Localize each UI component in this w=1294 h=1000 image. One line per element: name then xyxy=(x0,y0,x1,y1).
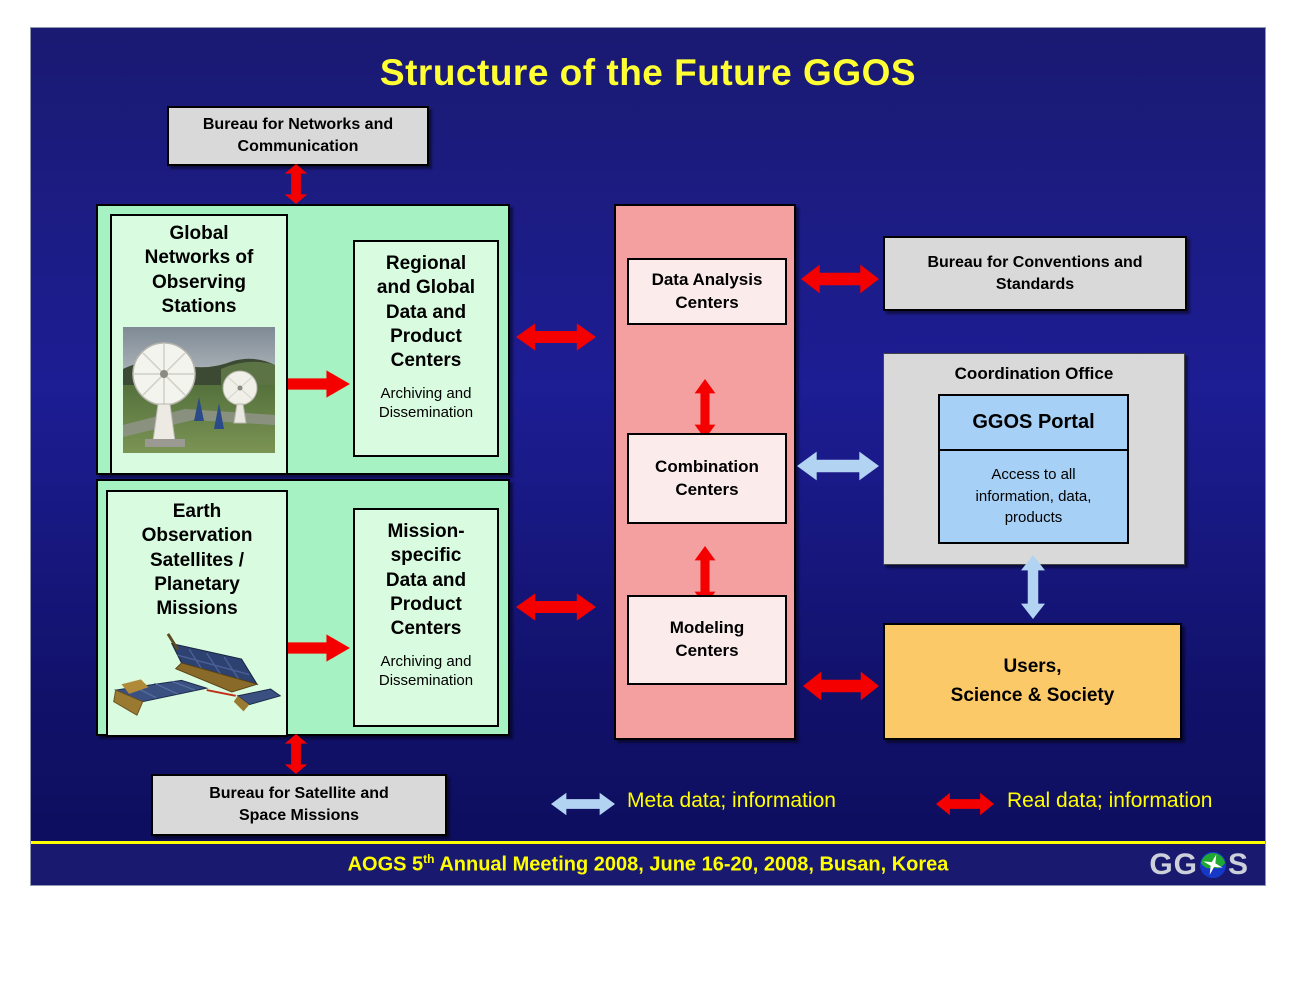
earth-observation-box: Earth Observation Satellites / Planetary… xyxy=(106,490,288,737)
blue-double-arrow-vertical-icon xyxy=(1018,555,1048,619)
ggos-portal-title: GGOS Portal xyxy=(940,396,1127,451)
red-double-arrow-horizontal-icon xyxy=(516,320,596,354)
footer-text-sup: th xyxy=(423,852,435,867)
analysis-panel: Data Analysis Centers Combination Center… xyxy=(614,204,796,740)
coordination-office-title: Coordination Office xyxy=(954,364,1114,383)
bureau-networks-box: Bureau for Networks and Communication xyxy=(167,106,429,166)
ggos-logo-gg: GG xyxy=(1149,847,1198,881)
combination-centers-box: Combination Centers xyxy=(627,433,787,524)
legend-meta-arrow-icon xyxy=(551,790,615,818)
red-double-arrow-vertical-icon xyxy=(282,734,310,774)
regional-product-centers-label: Regional and Global Data and Product Cen… xyxy=(376,253,476,372)
red-double-arrow-horizontal-icon xyxy=(801,261,879,297)
red-right-arrow-icon xyxy=(288,350,350,398)
users-science-society-box: Users, Science & Society xyxy=(883,623,1182,740)
bureau-conventions-box: Bureau for Conventions and Standards xyxy=(883,236,1187,311)
footer-text-pre: AOGS 5 xyxy=(347,853,424,876)
ggos-logo: GG S xyxy=(1149,844,1249,885)
coordination-office-box: Coordination Office GGOS Portal Access t… xyxy=(883,353,1185,565)
ggos-logo-s: S xyxy=(1227,847,1249,881)
regional-product-centers-box: Regional and Global Data and Product Cen… xyxy=(353,240,499,457)
ggos-logo-globe-icon xyxy=(1199,851,1227,878)
legend-real-arrow-icon xyxy=(936,790,994,818)
observing-panel: Global Networks of Observing Stations xyxy=(96,204,510,475)
mission-product-centers-box: Mission- specific Data and Product Cente… xyxy=(353,508,499,727)
earth-observation-label: Earth Observation Satellites / Planetary… xyxy=(141,501,253,620)
observing-stations-box: Global Networks of Observing Stations xyxy=(110,214,288,475)
mission-product-centers-label: Mission- specific Data and Product Cente… xyxy=(385,521,467,640)
footer-text: AOGS 5th Annual Meeting 2008, June 16-20… xyxy=(348,852,949,877)
red-right-arrow-icon xyxy=(288,614,350,662)
modeling-centers-box: Modeling Centers xyxy=(627,595,787,685)
legend-meta-label: Meta data; information xyxy=(627,789,836,812)
missions-panel: Earth Observation Satellites / Planetary… xyxy=(96,479,510,737)
satellites-illustration xyxy=(113,632,281,716)
observing-stations-label: Global Networks of Observing Stations xyxy=(144,223,254,317)
ggos-portal-box: GGOS Portal Access to all information, d… xyxy=(938,394,1129,544)
red-double-arrow-horizontal-icon xyxy=(516,590,596,624)
blue-double-arrow-horizontal-icon xyxy=(797,448,879,484)
data-analysis-centers-box: Data Analysis Centers xyxy=(627,258,787,325)
legend-real-label: Real data; information xyxy=(1007,789,1213,812)
satellite-dishes-photo xyxy=(123,327,275,454)
red-double-arrow-vertical-icon xyxy=(692,361,718,439)
regional-archiving-label: Archiving and Dissemination xyxy=(378,384,474,422)
red-double-arrow-horizontal-icon xyxy=(803,668,879,704)
slide-title: Structure of the Future GGOS xyxy=(379,52,917,93)
footer-text-post: Annual Meeting 2008, June 16-20, 2008, B… xyxy=(434,853,949,876)
red-double-arrow-vertical-icon xyxy=(282,164,310,204)
slide: Structure of the Future GGOS Bureau for … xyxy=(30,27,1266,886)
footer-bar: AOGS 5th Annual Meeting 2008, June 16-20… xyxy=(31,844,1265,885)
bureau-satellite-box: Bureau for Satellite and Space Missions xyxy=(151,774,447,836)
footer-separator-line xyxy=(31,841,1265,844)
red-double-arrow-vertical-icon xyxy=(692,528,718,606)
mission-archiving-label: Archiving and Dissemination xyxy=(378,652,474,690)
ggos-portal-body: Access to all information, data, product… xyxy=(975,465,1092,527)
